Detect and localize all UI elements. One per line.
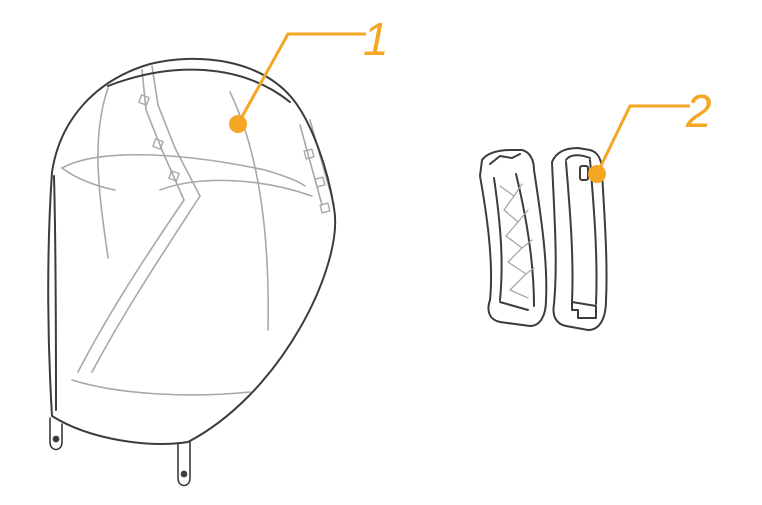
left-clip <box>479 149 548 327</box>
side-clips-icon <box>479 147 608 331</box>
canopy-inner-lines <box>61 65 335 396</box>
canopy-loops <box>138 94 331 214</box>
mesh-canopy-icon <box>47 57 337 487</box>
callout-1-leader <box>236 32 366 125</box>
canopy-outline <box>47 57 337 445</box>
left-clip-ribs <box>499 183 535 299</box>
callout-2-number: 2 <box>686 85 712 137</box>
canopy-tabs <box>49 417 191 487</box>
callout-1-dot <box>229 115 247 133</box>
callout-2-leader <box>595 104 690 175</box>
callout-1-number: 1 <box>363 13 389 65</box>
callout-2-dot <box>588 165 606 183</box>
